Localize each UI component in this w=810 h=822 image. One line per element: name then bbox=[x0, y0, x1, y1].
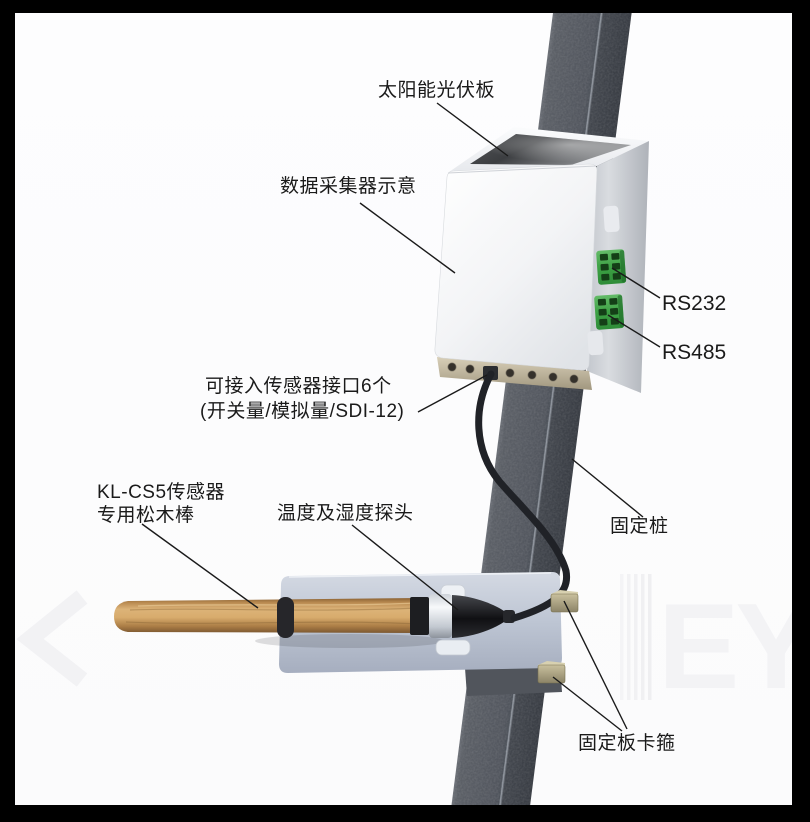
leader-line-clamp-bottom bbox=[552, 676, 623, 732]
probe-band bbox=[410, 597, 429, 635]
enclosure-lid-seam bbox=[447, 165, 597, 174]
rod-shadow bbox=[255, 634, 445, 648]
wood-rod bbox=[114, 598, 420, 633]
watermark: EY bbox=[16, 574, 810, 714]
rs485-connector bbox=[594, 294, 625, 330]
probe-collar bbox=[429, 594, 452, 638]
mount-plate-edge-highlight bbox=[288, 572, 552, 578]
label-rs485: RS485 bbox=[662, 341, 727, 364]
label-wood-rod-line1: KL-CS5传感器 bbox=[97, 482, 226, 503]
hinge-tab-bottom bbox=[587, 330, 604, 356]
leader-line-probe bbox=[351, 524, 459, 611]
temperature-humidity-probe bbox=[410, 594, 515, 638]
hinge-tab-top bbox=[603, 205, 620, 233]
leader-line-clamp-top bbox=[563, 600, 628, 730]
leader-line-data-logger bbox=[359, 202, 456, 274]
label-sensor-ports-line1: 可接入传感器接口6个 bbox=[205, 376, 392, 397]
rod-ring-clamp bbox=[277, 597, 294, 638]
leader-line-post bbox=[571, 458, 644, 518]
probe-clip-bottom bbox=[435, 639, 471, 656]
label-data-logger: 数据采集器示意 bbox=[280, 176, 417, 197]
label-wood-rod-line2: 专用松木棒 bbox=[97, 505, 195, 526]
label-rs232: RS232 bbox=[662, 292, 727, 315]
label-solar-panel: 太阳能光伏板 bbox=[378, 80, 496, 101]
leader-line-solar-panel bbox=[436, 102, 509, 157]
leader-lines bbox=[141, 102, 661, 732]
watermark-right-text: EY bbox=[658, 578, 810, 714]
pole-clamp-bottom bbox=[537, 661, 566, 684]
leader-line-wood-rod bbox=[141, 523, 259, 609]
solar-panel-sheen bbox=[470, 134, 631, 165]
data-logger-enclosure bbox=[434, 127, 649, 393]
label-sensor-ports-line2: (开关量/模拟量/SDI-12) bbox=[200, 401, 405, 422]
diagram-canvas bbox=[15, 13, 792, 805]
label-probe: 温度及湿度探头 bbox=[277, 503, 414, 524]
label-plate-clamp: 固定板卡箍 bbox=[578, 733, 676, 754]
watermark-stripes bbox=[620, 574, 652, 700]
rs232-connector bbox=[596, 249, 627, 285]
leader-line-sensor-ports bbox=[417, 374, 488, 413]
leader-line-rs232 bbox=[611, 267, 661, 299]
probe-cone bbox=[452, 595, 507, 638]
label-post: 固定桩 bbox=[610, 516, 669, 537]
enclosure-front-face bbox=[434, 163, 598, 371]
watermark-left-chevron bbox=[16, 590, 88, 687]
leader-line-rs485 bbox=[607, 314, 661, 348]
